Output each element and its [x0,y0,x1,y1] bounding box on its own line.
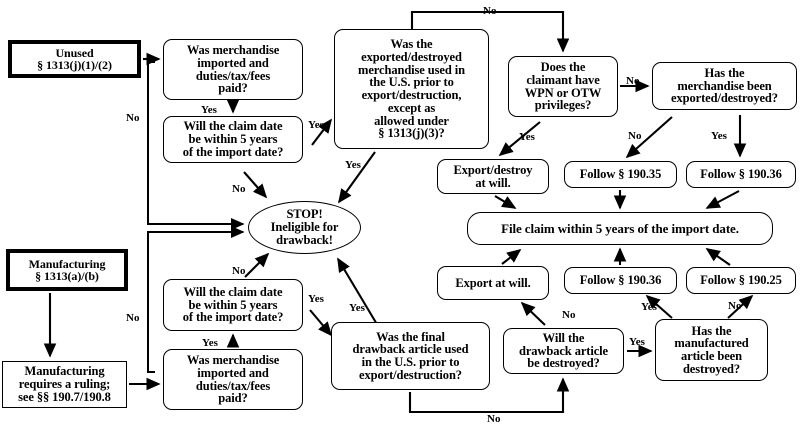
node-mfg-final-article-question[interactable]: Was the final drawback article used in t… [331,322,490,390]
edge-label-unused-q2-no: No [232,183,246,195]
edge-label-wpn-yes: Yes [519,131,535,143]
node-follow-190-25[interactable]: Follow § 190.25 [686,267,796,294]
edge-label-unused-q3-yes: Yes [345,159,361,171]
node-unused-q3[interactable]: Was the exported/destroyed merchandise u… [334,29,489,149]
node-export-at-will[interactable]: Export at will. [437,266,549,300]
edge-label-unused-q3-no: No [483,5,497,17]
edge-label-merchandise-no: No [628,130,642,142]
edge-label-mfg-q2-no: No [232,265,246,277]
edge-label-mfg-q1-no: No [126,312,140,324]
edge-label-mfg-q3-yes: Yes [349,302,365,314]
edge-label-wpn-no: No [626,75,640,87]
edge-label-unused-q1-no: No [126,112,140,124]
node-file-claim[interactable]: File claim within 5 years of the import … [467,212,773,245]
node-manufacturing-start[interactable]: Manufacturing § 1313(a)/(b) [6,249,128,291]
edge-label-destroy-yes: Yes [629,336,645,348]
edge-label-destroyed-yes: Yes [641,301,657,313]
node-manufacturing-ruling[interactable]: Manufacturing requires a ruling; see §§ … [2,361,127,408]
node-export-destroy-at-will[interactable]: Export/destroy at will. [437,159,549,194]
node-has-article-been-destroyed-question[interactable]: Has the manufactured article been destro… [655,319,768,381]
node-mfg-claim-date-question[interactable]: Will the claim date be within 5 years of… [163,279,303,331]
edge-label-mfg-q2-yes: Yes [308,293,324,305]
node-unused-q1[interactable]: Was merchandise imported and duties/tax/… [163,39,303,100]
node-stop-ineligible[interactable]: STOP! Ineligible for drawback! [248,201,361,254]
node-merchandise-exported-question[interactable]: Has the merchandise been exported/destro… [652,62,797,110]
edge-label-destroy-no: No [562,309,576,321]
node-mfg-imported-question[interactable]: Was merchandise imported and duties/tax/… [163,349,303,410]
edge-label-merchandise-yes: Yes [711,130,727,142]
node-will-article-be-destroyed-question[interactable]: Will the drawback article be destroyed? [503,328,624,374]
node-follow-190-36-bottom[interactable]: Follow § 190.36 [564,267,677,294]
edge-label-unused-q1-yes: Yes [201,104,217,116]
edge-label-mfg-q1-yes: Yes [202,337,218,349]
node-unused-q2[interactable]: Will the claim date be within 5 years of… [163,116,303,163]
edge-label-destroyed-no: No [728,300,742,312]
edge-label-mfg-q3-no: No [487,413,501,425]
node-follow-190-36-top[interactable]: Follow § 190.36 [686,161,796,188]
node-follow-190-35[interactable]: Follow § 190.35 [564,161,677,188]
node-wpn-otw-question[interactable]: Does the claimant have WPN or OTW privil… [508,56,618,117]
node-unused-start[interactable]: Unused § 1313(j)(1)/(2) [8,40,141,78]
edge-label-unused-q2-yes: Yes [308,119,324,131]
